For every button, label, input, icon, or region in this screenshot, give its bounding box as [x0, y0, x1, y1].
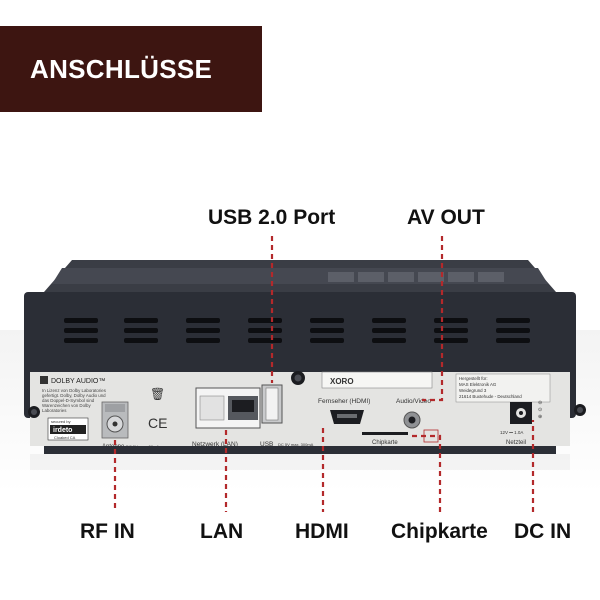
- callout-hdmi: HDMI: [295, 520, 349, 543]
- ce-mark: CE: [148, 415, 167, 431]
- svg-text:gefertigt. Dolby, Dolby Audio: gefertigt. Dolby, Dolby Audio und: [42, 393, 106, 398]
- av-callout-line: [422, 236, 444, 402]
- svg-text:DC 5V max. 300mA: DC 5V max. 300mA: [278, 442, 314, 447]
- svg-text:MAS Elektronik AG: MAS Elektronik AG: [459, 382, 497, 387]
- polarity-icon: ⊖: [538, 400, 542, 406]
- dolby-title: DOLBY AUDIO™: [51, 378, 105, 385]
- chipkarte-callout-line: [410, 434, 442, 512]
- svg-text:Cloaked CA: Cloaked CA: [54, 435, 76, 440]
- svg-text:Netzteil: Netzteil: [506, 440, 526, 446]
- svg-text:21614 Buxtehude - Deutschland: 21614 Buxtehude - Deutschland: [459, 394, 522, 399]
- svg-text:⊕: ⊕: [538, 414, 542, 420]
- callout-rf-in: RF IN: [80, 520, 135, 543]
- svg-text:Chipkarte: Chipkarte: [372, 440, 398, 446]
- svg-text:Audio/Video: Audio/Video: [396, 398, 431, 405]
- svg-text:Weidegrund 3: Weidegrund 3: [459, 388, 487, 393]
- svg-text:Netzwerk (LAN): Netzwerk (LAN): [192, 441, 238, 448]
- banner-title: ANSCHLÜSSE: [30, 54, 213, 84]
- svg-text:das Doppel-D-Symbol sind: das Doppel-D-Symbol sind: [42, 398, 95, 403]
- callout-dc-in: DC IN: [514, 520, 572, 543]
- svg-text:12V ⎓ 1.0A: 12V ⎓ 1.0A: [500, 430, 523, 435]
- callout-lan: LAN: [200, 520, 244, 543]
- top-cover-ribs: [328, 272, 504, 282]
- svg-text:secured by: secured by: [51, 419, 71, 424]
- smartcard-slot[interactable]: [362, 432, 408, 435]
- vent-slots: [64, 318, 530, 343]
- screw-icon: [28, 371, 586, 418]
- svg-text:USB: USB: [260, 441, 273, 448]
- svg-text:In Lizenz von Dolby Laboratori: In Lizenz von Dolby Laboratories: [42, 388, 107, 393]
- callout-usb-port: USB 2.0 Port: [208, 206, 336, 229]
- callout-lines: [113, 236, 535, 512]
- svg-text:irdeto: irdeto: [53, 427, 72, 434]
- svg-text:Fernseher (HDMI): Fernseher (HDMI): [318, 398, 370, 405]
- svg-text:Hergestellt für:: Hergestellt für:: [459, 376, 488, 381]
- callout-av-out: AV OUT: [407, 206, 485, 229]
- brand-logo: XORO: [330, 377, 354, 386]
- svg-text:Laboratories: Laboratories: [42, 408, 67, 413]
- dolby-icon: [40, 376, 48, 384]
- callout-chipkarte: Chipkarte: [391, 520, 488, 543]
- weee-bin-icon: 🗑: [150, 387, 165, 401]
- svg-text:Warenzeichen von Dolby: Warenzeichen von Dolby: [42, 403, 91, 408]
- svg-text:⊙: ⊙: [538, 407, 542, 413]
- section-banner: ANSCHLÜSSE: [0, 26, 262, 112]
